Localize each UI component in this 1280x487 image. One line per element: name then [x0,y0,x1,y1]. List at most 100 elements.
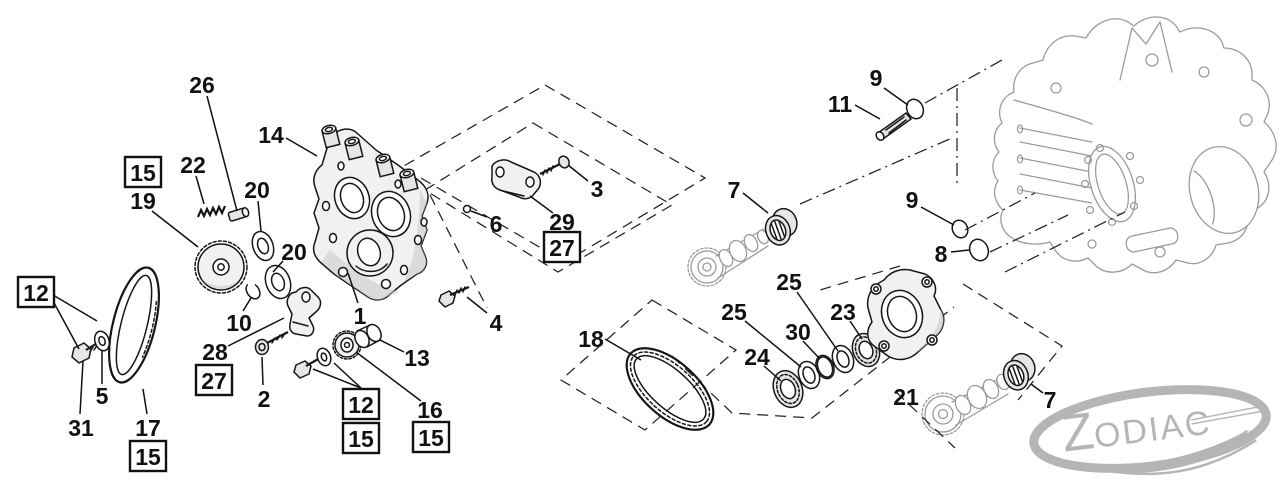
zodiac-logo-text: ZODIAC [1059,388,1214,464]
o-ring-9-bottom [951,219,969,239]
callout-number: 17 [135,415,161,441]
callout-number: 27 [549,235,575,261]
relief-valve-spring [196,204,227,219]
callout-31: 31 [68,360,94,441]
callout-number: 26 [189,72,215,98]
callout-leader-line [604,338,642,361]
callout-box [411,420,451,454]
callout-14: 14 [258,122,318,157]
zodiac-tm-mark: TM [1244,429,1257,439]
callout-leader-line [242,297,252,312]
callout-number: 15 [348,426,374,452]
callout-number: 21 [893,384,919,410]
callout-leader-line [52,300,80,350]
callout-number: 15 [418,425,444,451]
callout-leader-line [742,192,769,214]
callout-leader-line [744,320,802,368]
bolt-2 [254,331,289,356]
callout-leader-line [52,294,98,322]
washer-12-15 [316,347,332,367]
bolt-3 [539,155,570,176]
callout-leader-line [206,95,238,212]
cam-chain-18 [625,347,715,431]
callout-15-boxed: 15 [128,439,168,473]
callout-leader-line [257,200,262,232]
callout-number: 4 [490,310,503,336]
callout-number: 7 [728,177,741,203]
callout-24: 24 [744,344,782,382]
callout-7: 7 [1030,383,1056,413]
zodiac-logo: ZODIAC [1029,385,1271,476]
chain-tensioner-29 [491,159,542,200]
callout-18: 18 [578,326,642,361]
callout-20: 20 [272,239,307,273]
callout-9: 9 [906,187,955,226]
callout-number: 11 [828,91,853,117]
callout-number: 2 [258,386,271,412]
callout-box [194,363,234,397]
callout-28: 28 [202,317,285,365]
engine-case [992,16,1277,274]
callout-number: 20 [244,177,270,203]
callout-number: 20 [281,239,307,265]
callout-leader-line [355,351,422,402]
spacer-13 [354,323,382,349]
callout-leader-line [312,368,362,389]
callout-leader-line [883,87,909,106]
callout-leader-line [142,388,148,415]
callout-leader-line [261,356,264,386]
callout-15-boxed: 15 [123,155,163,189]
callout-leader-line [854,104,881,120]
callout-leader-line [950,249,970,253]
callout-number: 19 [130,188,156,214]
callout-leader-line [763,365,782,382]
needle-bearing-7-top [764,207,798,246]
callout-number: 9 [906,187,919,213]
callout-number: 6 [490,211,503,237]
callout-leader-line [920,206,955,226]
o-ring-8 [968,238,990,262]
callout-box [341,421,381,455]
callout-number: 18 [578,326,604,352]
callout-leader-line [195,175,205,205]
callout-number: 8 [935,241,948,267]
callout-27-boxed: 27 [194,363,234,397]
callout-leader-line [470,210,488,218]
callout-4: 4 [466,296,503,336]
callout-8: 8 [935,241,970,267]
callout-number: 15 [135,444,161,470]
callout-leader-line [79,360,84,415]
callout-leader-line [796,291,839,352]
bolt-12-15 [293,357,321,379]
callout-number: 13 [404,345,430,371]
front-camshaft-ghost [921,373,1010,436]
relief-valve-plunger [227,207,250,222]
callout-9: 9 [870,65,909,106]
callout-number: 24 [744,344,770,370]
callout-leader-line [849,320,863,340]
callout-number: 12 [23,280,49,306]
callout-number: 16 [417,397,443,423]
callout-leader-line [151,210,199,248]
callout-26: 26 [189,72,238,212]
callout-leader-line [567,164,589,182]
callout-19: 19 [130,188,199,248]
callout-number: 9 [870,65,883,91]
callout-leader-line [802,340,821,360]
callout-20: 20 [244,177,270,232]
callout-leader-line [347,272,359,304]
callout-11: 11 [828,91,881,120]
dowel-6 [462,204,472,214]
callout-12-boxed: 12 [16,275,98,350]
callout-box [123,155,163,189]
callout-leader-line [285,137,318,157]
washer-20-lower [264,264,292,300]
callout-leader-line [227,317,285,347]
cam-support-plate [312,124,429,301]
dowel-pin-11 [875,111,913,141]
callout-25: 25 [776,269,839,352]
o-ring-9-top [905,98,925,120]
